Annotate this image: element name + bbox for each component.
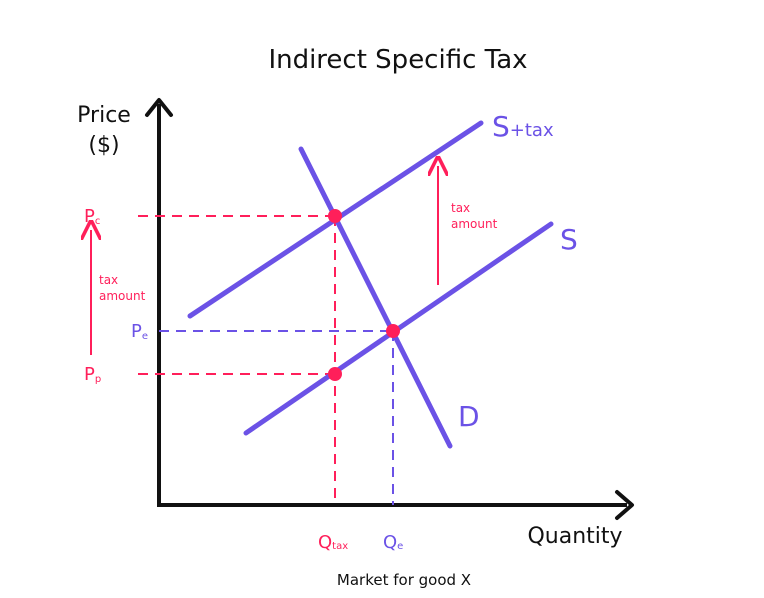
pc-label-sub: c — [95, 216, 101, 227]
point-consumer-price — [328, 209, 342, 223]
x-axis-label: Quantity — [527, 524, 622, 549]
point-producer-price — [328, 367, 342, 381]
supply-tax-label: S+tax — [492, 110, 554, 143]
guide-lines — [138, 215, 394, 505]
pp-label-main: P — [84, 364, 95, 385]
point-equilibrium — [386, 324, 400, 338]
y-axis-label-line1: Price — [77, 103, 131, 128]
pe-label-main: P — [131, 321, 142, 342]
pc-label: Pc — [84, 206, 100, 227]
tax-amount-left-line1: tax — [99, 273, 118, 287]
tax-amount-right-line2: amount — [451, 217, 498, 231]
qtax-label: Qtax — [318, 532, 348, 553]
tax-amount-right-line1: tax — [451, 201, 470, 215]
curves — [187, 120, 554, 449]
qe-label-sub: e — [397, 541, 403, 552]
demand-curve — [298, 146, 453, 449]
pp-label: Pp — [84, 364, 101, 385]
intersection-points — [328, 209, 400, 381]
y-axis-label-line2: ($) — [88, 133, 119, 158]
axes — [145, 98, 634, 520]
diagram-caption: Market for good X — [337, 571, 471, 589]
pp-label-sub: p — [95, 374, 101, 385]
qtax-label-main: Q — [318, 532, 332, 553]
supply-label: S — [560, 223, 578, 256]
tax-amount-left-line2: amount — [99, 289, 146, 303]
diagram-title: Indirect Specific Tax — [268, 45, 527, 75]
y-axis-arrowhead — [145, 98, 173, 117]
demand-label: D — [458, 400, 480, 433]
x-axis-arrowhead — [615, 490, 634, 520]
qe-label-main: Q — [383, 532, 397, 553]
pe-label: Pe — [131, 321, 148, 342]
pe-label-sub: e — [142, 331, 148, 342]
pc-label-main: P — [84, 206, 95, 227]
supply-tax-label-sub: +tax — [510, 120, 554, 141]
qtax-label-sub: tax — [332, 541, 348, 552]
supply-tax-label-main: S — [492, 110, 510, 143]
qe-label: Qe — [383, 532, 403, 553]
